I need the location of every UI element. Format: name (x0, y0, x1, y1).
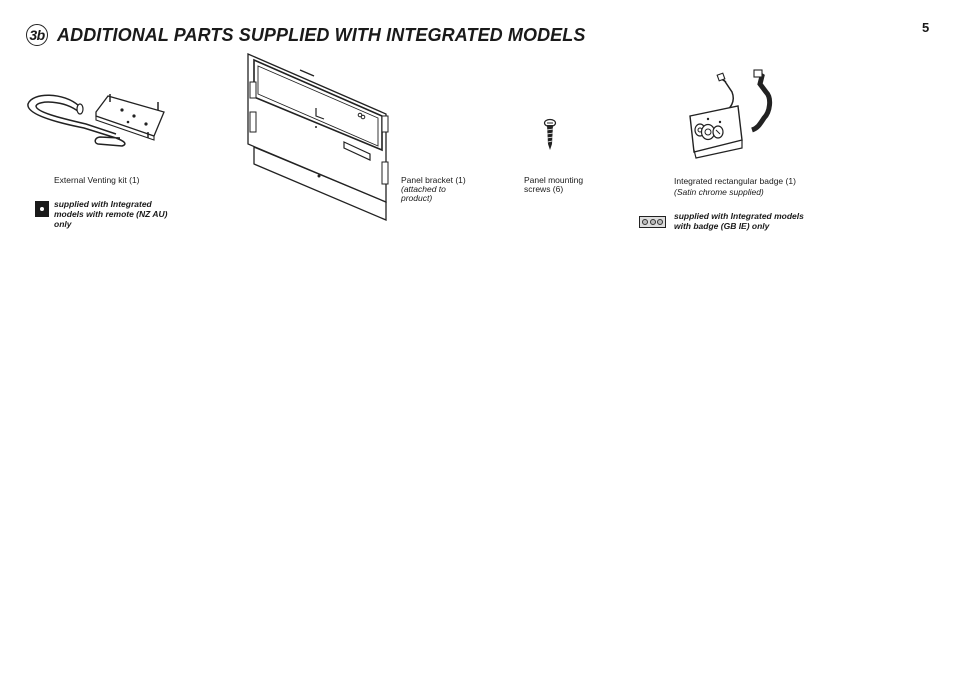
badge-note: supplied with Integrated models with bad… (674, 211, 804, 231)
badge-icon (639, 216, 666, 228)
screw-illustration (543, 118, 557, 150)
screws-label: Panel mounting (524, 175, 584, 185)
section-title: ADDITIONAL PARTS SUPPLIED WITH INTEGRATE… (57, 25, 586, 45)
rectangular-badge-illustration (689, 69, 773, 159)
venting-kit-label: External Venting kit (1) (54, 175, 140, 185)
badge-note-line2: with badge (GB IE) only (674, 221, 770, 231)
panel-bracket-label: Panel bracket (1) (401, 175, 466, 185)
remote-note: supplied with Integrated models with rem… (54, 199, 168, 229)
remote-note-line1: supplied with Integrated (54, 199, 152, 209)
panel-bracket-sub-line1: (attached to (401, 184, 446, 194)
venting-kit-illustration (27, 94, 165, 147)
step-badge: 3b (26, 24, 48, 46)
badge-note-line1: supplied with Integrated models (674, 211, 804, 221)
badge-sub-label: (Satin chrome supplied) (674, 187, 764, 197)
panel-bracket-illustration (247, 53, 389, 221)
remote-icon (35, 201, 49, 217)
remote-note-line2: models with remote (NZ AU) (54, 209, 168, 219)
screws-label-line2: screws (6) (524, 184, 564, 194)
page-number: 5 (922, 20, 930, 35)
panel-bracket-sub-line2: product) (401, 193, 433, 203)
remote-note-line3: only (54, 219, 72, 229)
badge-label: Integrated rectangular badge (1) (674, 176, 796, 186)
